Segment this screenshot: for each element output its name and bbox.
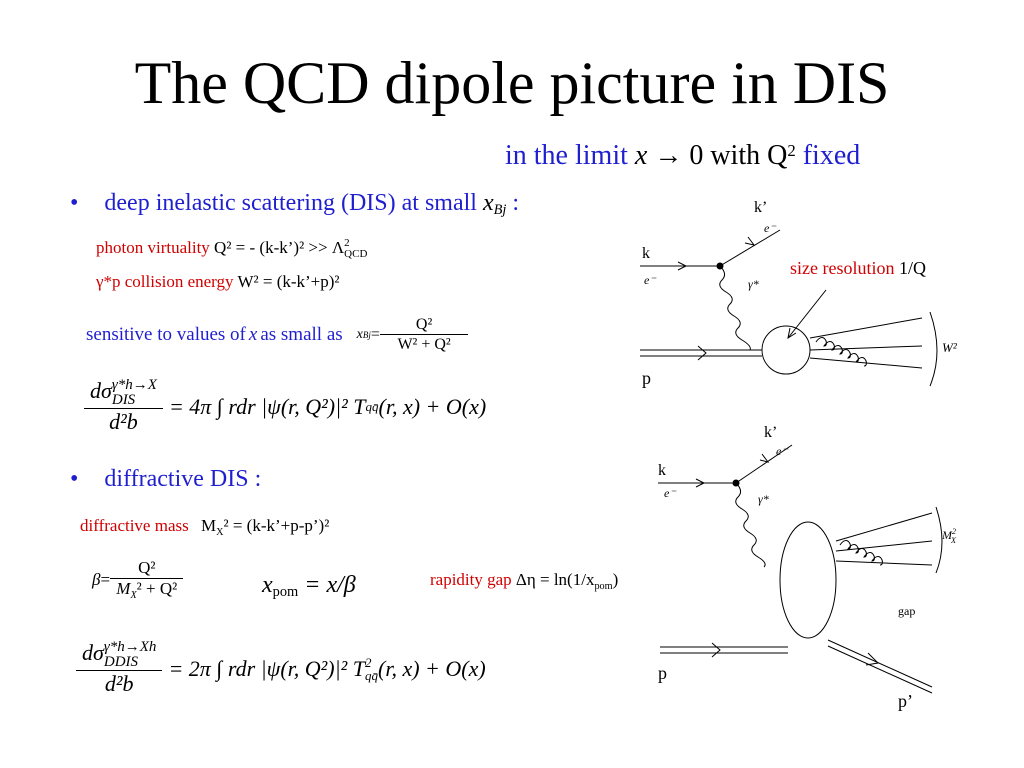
size-resolution: size resolution 1/Q	[790, 258, 926, 279]
size-resolution-value: 1/Q	[894, 258, 926, 278]
sensitive-x: x	[248, 324, 258, 346]
bullet-marker: •	[70, 190, 79, 216]
eq2-num: dσ	[82, 640, 104, 666]
subtitle-q-sup: 2	[787, 141, 796, 160]
bullet2-marker: •	[70, 466, 79, 492]
eq2-t-sup: 2	[365, 654, 372, 670]
mx-rest: ² = (k-k’+p-p’)²	[223, 516, 330, 535]
d1-lines	[640, 229, 938, 387]
mx-m: M	[200, 516, 217, 535]
beta-den-rest: ² + Q²	[136, 578, 178, 598]
bullet-dis-colon: :	[506, 190, 520, 216]
eq1-rhs: = 4π ∫ rdr |ψ(r, Q²)|² T	[168, 393, 366, 419]
d2-gamma: γ*	[758, 492, 769, 506]
subtitle: in the limit x → 0 with Q2 fixed	[505, 140, 860, 172]
rapidity-close: )	[612, 570, 619, 589]
size-resolution-label: size resolution	[790, 258, 895, 278]
xbj-lhs: x	[356, 327, 363, 343]
d2-kprime: k’	[764, 424, 777, 441]
photon-virtuality-formula: Q² = - (k-k’)² >> Λ	[209, 238, 345, 257]
d2-gap: gap	[898, 604, 915, 618]
eq1-den: d²b	[109, 409, 138, 434]
d1-w2: W²	[942, 340, 958, 355]
eq2-sup: γ*h→Xh	[103, 639, 157, 655]
bullet-dis: • deep inelastic scattering (DIS) at sma…	[70, 190, 519, 219]
eq2-t-sub: qq̄	[365, 667, 378, 683]
beta-num: Q²	[110, 558, 184, 579]
xbj-fraction: Q² W² + Q²	[379, 316, 469, 355]
bullet2-text: diffractive DIS :	[104, 466, 262, 492]
rapidity-label: rapidity gap	[430, 570, 512, 589]
eq1-sub: DIS	[111, 392, 136, 408]
eq1-rhs2: (r, x) + O(x)	[378, 393, 487, 419]
eq1-num: dσ	[90, 378, 112, 404]
subtitle-post: fixed	[795, 140, 861, 171]
diffractive-mass-label: diffractive mass	[80, 516, 189, 535]
xbj-sub: Bj	[493, 202, 507, 218]
xbj-num: Q²	[379, 316, 469, 336]
subtitle-zero: 0 with	[682, 140, 768, 171]
d1-e-in: e⁻	[644, 273, 657, 287]
beta-den-sub: X	[130, 589, 137, 601]
bullet-dis-text: deep inelastic scattering (DIS) at small	[104, 190, 483, 216]
eq1-sup: γ*h→X	[111, 377, 157, 393]
sensitive-rest: as small as	[260, 324, 343, 346]
d1-p: p	[642, 368, 651, 388]
collision-energy-formula: W² = (k-k’+p)²	[233, 272, 340, 291]
xpom-formula: xpom = x/β	[262, 572, 356, 601]
d2-p: p	[658, 663, 667, 683]
beta-lhs: β	[92, 569, 101, 589]
beta-eq: =	[100, 569, 111, 589]
rapidity-sub: pom	[594, 581, 613, 592]
d2-k: k	[658, 462, 666, 479]
eq2-den: d²b	[104, 671, 134, 696]
d2-lines	[658, 444, 943, 694]
d2-pprime: p’	[898, 691, 913, 711]
xbj-var: x	[482, 190, 494, 216]
beta-fraction: Q² MX² + Q²	[110, 558, 184, 602]
xpom-rest: = x/β	[298, 572, 356, 598]
lambda-sup: 2	[344, 237, 350, 250]
rapidity-formula: Δη = ln(1/x	[511, 570, 595, 589]
d1-kprime: k’	[754, 199, 767, 216]
sensitive-text: sensitive to values of	[86, 324, 246, 346]
xpom-sub: pom	[272, 584, 299, 600]
beta-den-m: M	[116, 578, 131, 598]
bullet-diffractive: • diffractive DIS :	[70, 466, 261, 493]
collision-energy: γ*p collision energy W² = (k-k’+p)²	[96, 272, 340, 292]
d1-k: k	[642, 245, 650, 262]
photon-virtuality-label: photon virtuality	[96, 238, 210, 257]
d2-e-in: e⁻	[664, 486, 677, 500]
mx-sub: X	[216, 527, 224, 538]
page-title: The QCD dipole picture in DIS	[134, 50, 890, 116]
lambda-sub: QCD	[344, 248, 368, 261]
rapidity-gap: rapidity gap Δη = ln(1/xpom)	[430, 570, 618, 592]
xbj-den: W² + Q²	[397, 336, 451, 354]
xbj-lhs-sub: Bj	[362, 330, 371, 341]
subtitle-arrow: →	[654, 140, 683, 171]
d1-e-out: e⁻	[764, 221, 777, 235]
dipole-diagram: k’ e⁻ k e⁻ γ* p W²	[640, 199, 958, 388]
collision-energy-label: γ*p collision energy	[96, 272, 234, 291]
subtitle-pre: in the limit	[505, 140, 635, 171]
eq2-sub: DDIS	[103, 654, 139, 670]
eq1-t-sub: qq̄	[365, 398, 379, 414]
diffractive-mass: diffractive mass MX² = (k-k’+p-p’)²	[80, 516, 329, 538]
eq2-rhs: = 2π ∫ rdr |ψ(r, Q²)|² T	[168, 655, 365, 681]
eq2-rhs2: (r, x) + O(x)	[378, 655, 486, 681]
subtitle-q: Q	[767, 140, 788, 171]
beta-formula: β = Q² MX² + Q²	[92, 558, 184, 602]
d1-gamma: γ*	[748, 277, 759, 291]
subtitle-x: x	[634, 140, 648, 171]
xbj-eq: =	[370, 326, 380, 344]
xpom-x: x	[262, 572, 273, 598]
